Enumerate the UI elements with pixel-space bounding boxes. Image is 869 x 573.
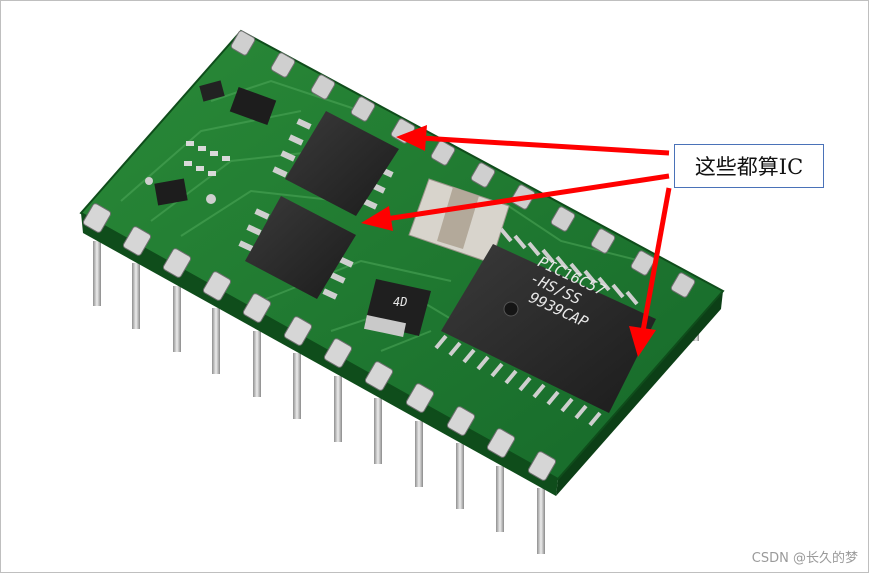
board-front-edge (81, 213, 558, 496)
board-side-edge (556, 291, 723, 496)
bottom-pin-row (93, 241, 545, 554)
annotation-label: 这些都算IC (694, 155, 804, 179)
lower-soic-ic (238, 196, 356, 300)
bottom-pad-row (82, 203, 557, 481)
capacitor-component: 4D (363, 279, 431, 338)
small-components (145, 80, 277, 206)
watermark-text: CSDN @长久的梦 (751, 551, 858, 566)
annotation-label-box: 这些都算IC (674, 144, 824, 188)
pic-microcontroller: PIC16C57 -HS/SS 9939CAP (434, 227, 656, 427)
upper-soic-ic (272, 111, 399, 216)
arrowhead-upper (396, 125, 427, 151)
resonator-component (408, 178, 510, 264)
arrow-to-lower-ic (385, 173, 670, 222)
arrowhead-lower (361, 206, 393, 231)
arrow-to-upper-ic (420, 135, 670, 156)
top-pad-row (230, 30, 696, 298)
arrow-to-pic-chip (640, 187, 672, 332)
annotation-arrows (361, 125, 672, 357)
capacitor-marking: 4D (393, 295, 407, 309)
arrowhead-pic (629, 326, 656, 357)
